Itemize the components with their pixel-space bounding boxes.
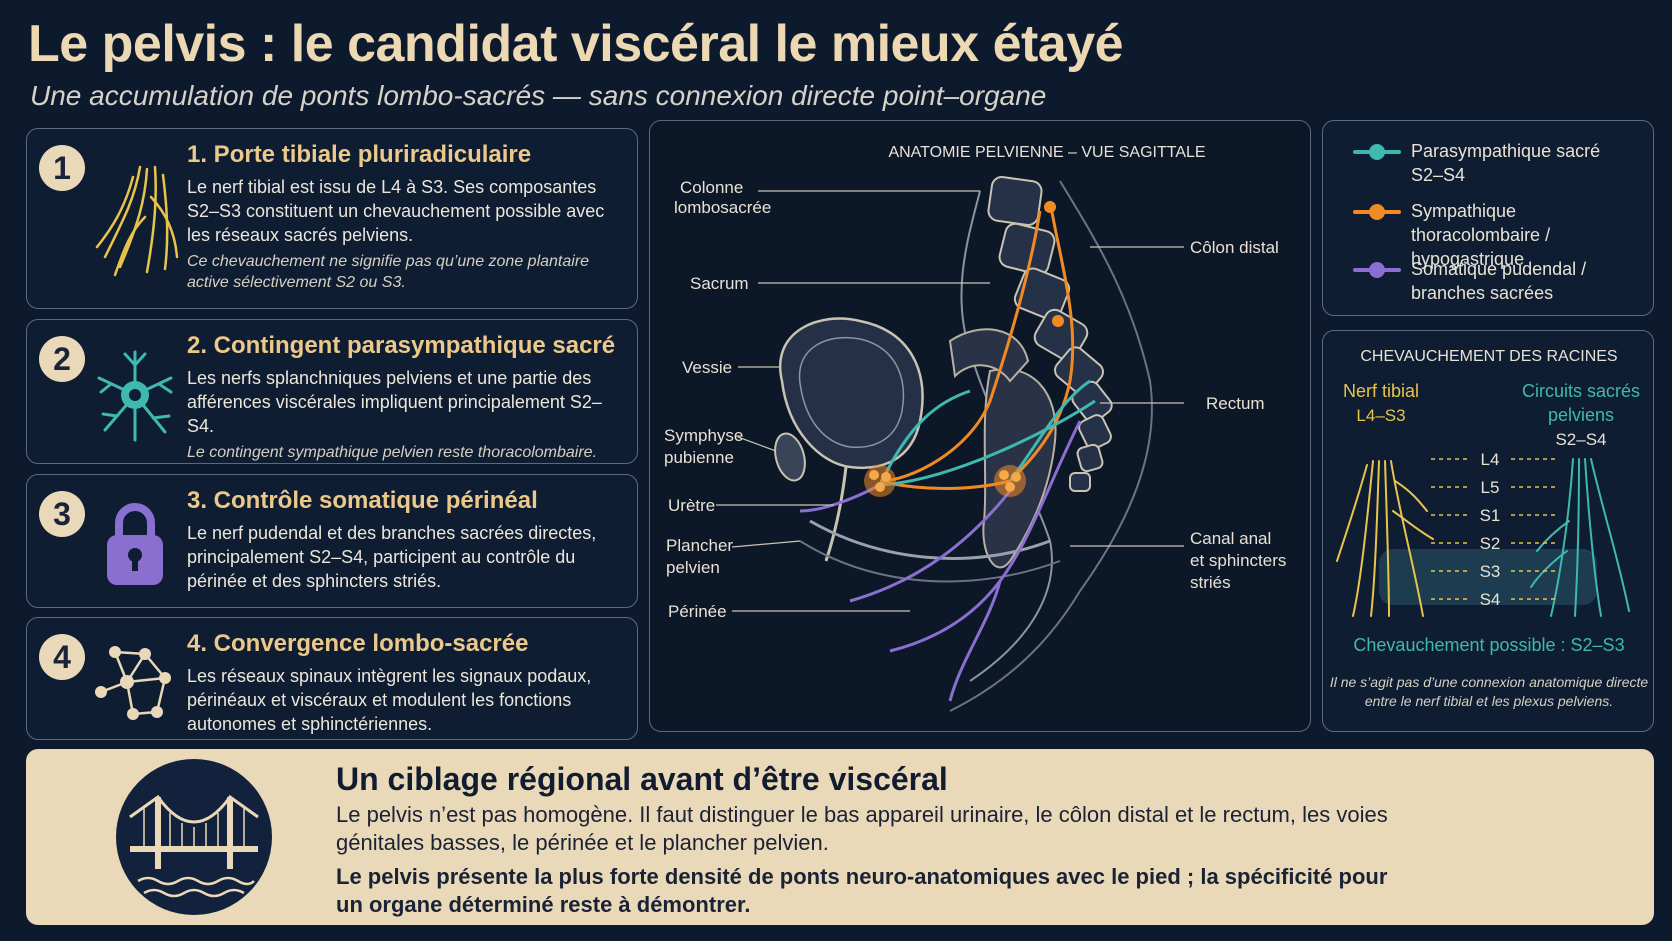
overlap-panel: CHEVAUCHEMENT DES RACINES Nerf tibial L4… <box>1322 330 1654 732</box>
sacral-range: S2–S4 <box>1555 430 1606 449</box>
card-title: 3. Contrôle somatique périnéal <box>187 487 538 514</box>
tibial-title: Nerf tibial <box>1343 381 1419 401</box>
bridge-icon <box>116 759 272 915</box>
label-canal: Canal anal <box>1190 529 1271 548</box>
label-canal-2: et sphincters <box>1190 551 1286 570</box>
label-plancher: Plancher <box>666 536 733 555</box>
overlap-note-2: entre le nerf tibial et les plexus pelvi… <box>1365 693 1613 709</box>
level-s1: S1 <box>1480 506 1501 525</box>
card-parasympathique: 2 2. Contingent parasympathique sacré Le… <box>26 319 638 464</box>
card-number: 1 <box>39 145 85 191</box>
card-text: Les nerfs splanchniques pelviens et une … <box>187 368 602 436</box>
level-l5: L5 <box>1481 478 1500 497</box>
overlap-highlight-text: Chevauchement possible : S2–S3 <box>1353 635 1624 655</box>
card-note: Le contingent sympathique pelvien reste … <box>187 444 598 461</box>
card-title: 2. Contingent parasympathique sacré <box>187 332 616 359</box>
level-s4: S4 <box>1480 590 1501 609</box>
card-number: 4 <box>39 634 85 680</box>
page-title: Le pelvis : le candidat viscéral le mieu… <box>28 15 1124 73</box>
overlap-note: Il ne s’agit pas d’une connexion anatomi… <box>1330 674 1649 690</box>
sacral-title: Circuits sacrés <box>1522 381 1640 401</box>
conclusion-banner: Un ciblage régional avant d’être viscéra… <box>26 749 1654 925</box>
label-plancher-2: pelvien <box>666 558 720 577</box>
legend-item-parasympathique: Parasympathique sacré S2–S4 <box>1353 139 1631 187</box>
card-text: Le nerf pudendal et des branches sacrées… <box>187 523 597 591</box>
padlock-icon <box>107 503 163 585</box>
anatomy-heading: ANATOMIE PELVIENNE – VUE SAGITTALE <box>888 144 1205 161</box>
anatomy-panel: ANATOMIE PELVIENNE – VUE SAGITTALE <box>649 120 1311 732</box>
level-s2: S2 <box>1480 534 1501 553</box>
card-convergence: 4 4. Convergence lombo-sacrée Les réseau… <box>26 617 638 740</box>
legend-item-somatique: Somatique pudendal / branches sacrées <box>1353 257 1631 305</box>
label-canal-3: striés <box>1190 573 1231 592</box>
label-vessie: Vessie <box>682 358 732 377</box>
card-somatique: 3 3. Contrôle somatique périnéal Le nerf… <box>26 474 638 608</box>
network-icon <box>95 646 171 720</box>
legend-panel: Parasympathique sacré S2–S4 Sympathique … <box>1322 120 1654 316</box>
conclusion-title: Un ciblage régional avant d’être viscéra… <box>336 761 948 797</box>
label-symphyse-2: pubienne <box>664 448 734 467</box>
card-text: Les réseaux spinaux intègrent les signau… <box>187 666 592 734</box>
anatomy-illustration: ANATOMIE PELVIENNE – VUE SAGITTALE <box>664 144 1286 712</box>
card-title: 4. Convergence lombo-sacrée <box>187 630 529 657</box>
page-subtitle: Une accumulation de ponts lombo-sacrés —… <box>30 80 1047 111</box>
card-note: Ce chevauchement ne signifie pas qu’une … <box>187 253 590 291</box>
card-text: Le nerf tibial est issu de L4 à S3. Ses … <box>187 177 605 245</box>
conclusion-strong: Le pelvis présente la plus forte densité… <box>336 864 1388 917</box>
label-perinee: Périnée <box>668 602 727 621</box>
legend-label: Sympathique thoracolombaire / hypogastri… <box>1411 201 1551 269</box>
label-symphyse: Symphyse <box>664 426 743 445</box>
root-overlap-diagram: CHEVAUCHEMENT DES RACINES Nerf tibial L4… <box>1330 348 1649 709</box>
sacral-title-2: pelviens <box>1548 405 1614 425</box>
card-number: 3 <box>39 491 85 537</box>
label-colon: Côlon distal <box>1190 238 1279 257</box>
level-s3: S3 <box>1480 562 1501 581</box>
label-colonne-2: lombosacrée <box>674 198 771 217</box>
card-title: 1. Porte tibiale pluriradiculaire <box>187 141 532 168</box>
overlap-highlight-band <box>1379 549 1597 605</box>
conclusion-text: Le pelvis n’est pas homogène. Il faut di… <box>336 802 1388 855</box>
label-uretre: Urètre <box>668 496 715 515</box>
label-sacrum: Sacrum <box>690 274 749 293</box>
label-colonne: Colonne <box>680 178 743 197</box>
card-tibial: 1 1. Porte tibiale pluriradiculaire Le n… <box>26 128 638 309</box>
overlap-heading: CHEVAUCHEMENT DES RACINES <box>1360 348 1617 365</box>
nerve-fibers-icon <box>95 165 179 277</box>
neuron-icon <box>97 350 173 442</box>
legend-label: Somatique pudendal / branches sacrées <box>1411 259 1587 303</box>
legend-label: Parasympathique sacré S2–S4 <box>1411 141 1601 185</box>
card-number: 2 <box>39 336 85 382</box>
legend-item-sympathique: Sympathique thoracolombaire / hypogastri… <box>1353 199 1631 271</box>
label-rectum: Rectum <box>1206 394 1265 413</box>
tibial-range: L4–S3 <box>1356 406 1405 425</box>
level-l4: L4 <box>1481 450 1500 469</box>
